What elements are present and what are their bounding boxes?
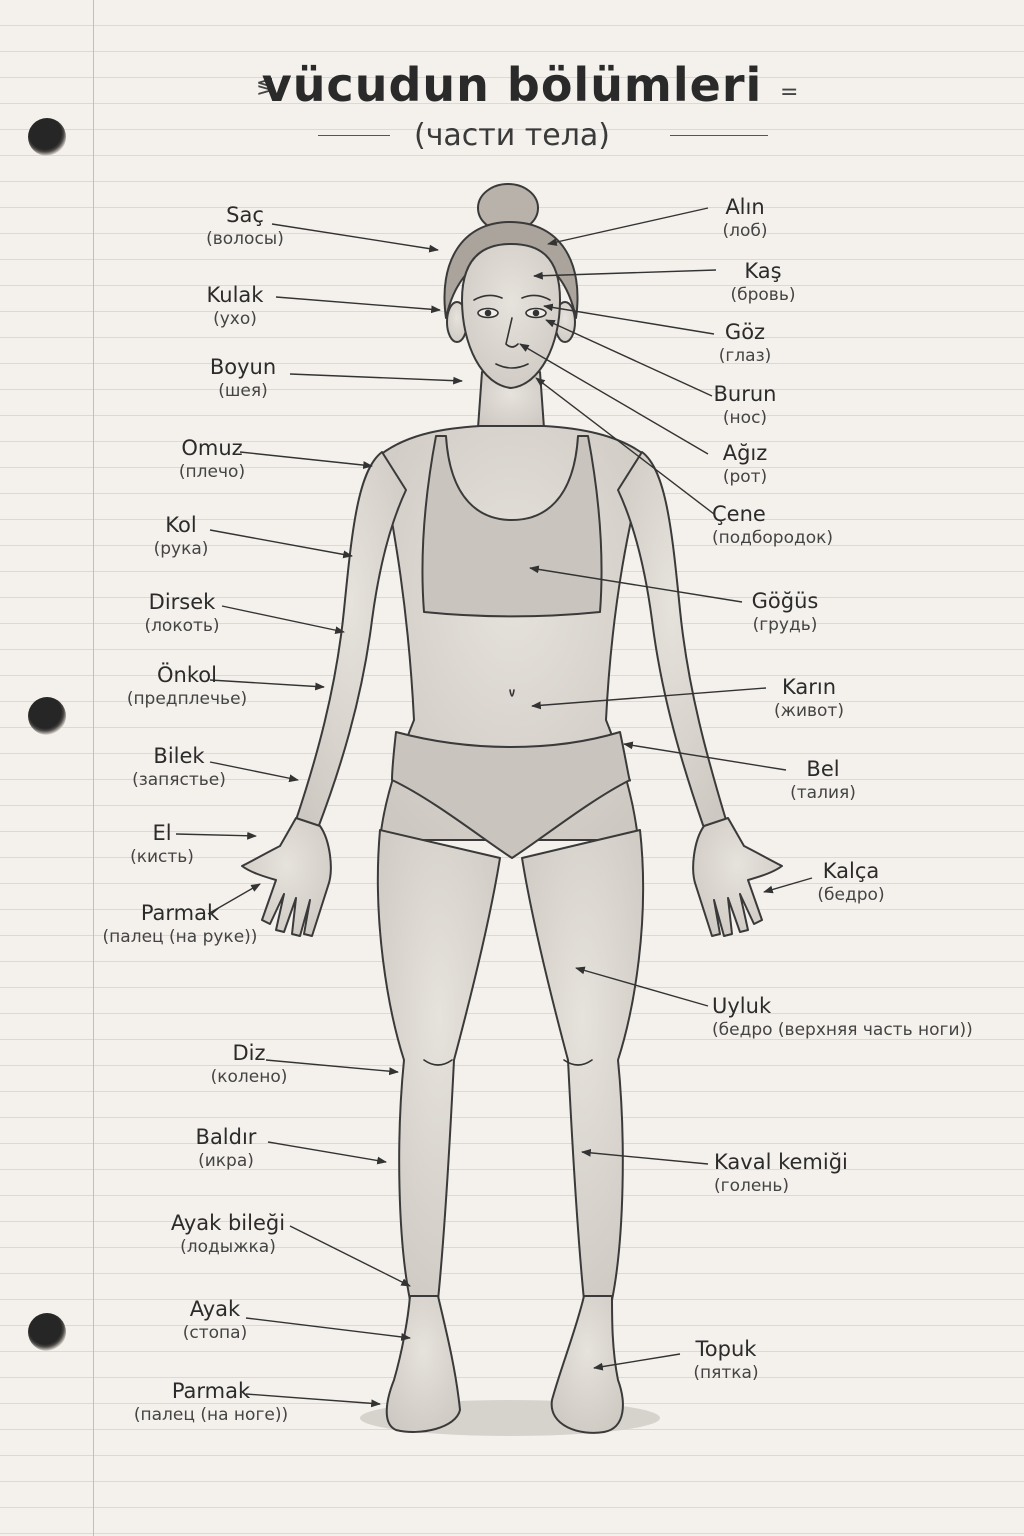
arm-right [617,451,727,829]
foot-left [385,1295,461,1433]
pointer-ayak-bilegi [289,1225,411,1287]
diagram-subtitle: (части тела) [413,118,610,153]
knee-left [423,1059,453,1066]
pointer-burun [545,319,713,397]
label-baldir: Baldır (икра) [195,1125,257,1172]
knee-right [563,1059,593,1066]
pointer-bel [623,741,787,771]
binder-hole-bottom [28,1313,66,1351]
binder-hole-middle [28,697,66,735]
label-ayak-bilegi: Ayak bileği (лодыжка) [170,1211,286,1258]
label-uyluk: Uyluk (бедро (верхняя часть ноги)) [712,994,973,1041]
pointer-kaval [581,1148,709,1165]
label-kalca: Kalça (бедро) [817,859,885,906]
subtitle-rule-left [318,135,390,136]
hand-left [241,817,332,937]
label-el: El (кисть) [130,821,194,868]
pointer-gogus [529,565,743,603]
pointer-kas [533,269,717,280]
label-bilek: Bilek (запястье) [132,744,226,791]
pointer-diz [265,1059,399,1076]
sports-bra [421,435,603,618]
label-karin: Karın (живот) [774,675,844,722]
label-kas: Kaş (бровь) [730,259,796,306]
pointer-sac [271,223,439,253]
mouth [495,363,529,369]
pointer-uyluk [575,966,709,1007]
label-kaval: Kaval kemiği (голень) [714,1150,848,1197]
pointer-kulak [275,296,441,314]
label-kulak: Kulak (ухо) [206,283,264,330]
label-burun: Burun (нос) [713,382,777,429]
pointer-omuz [239,451,373,469]
pointer-bilek [209,761,299,783]
pointer-topuk [593,1353,681,1371]
pointer-el [175,831,257,840]
label-bel: Bel (талия) [790,757,856,804]
pointer-karin [531,687,767,710]
pointer-parmak-el [207,883,261,915]
pointer-dirsek [221,605,345,634]
briefs [391,731,631,859]
foot-right [550,1295,624,1434]
diagram-title: vücudun bölümleri [261,58,763,112]
label-parmak-ayak: Parmak (палец (на ноге)) [133,1379,289,1426]
label-kol: Kol (рука) [153,513,209,560]
pointer-goz [543,303,715,335]
pointer-baldir [267,1141,387,1165]
pointer-cene [535,377,715,515]
label-onkol: Önkol (предплечье) [126,663,248,710]
face [461,243,561,389]
label-topuk: Topuk (пятка) [693,1337,759,1384]
nose [505,317,519,348]
pointer-lines [175,207,813,1408]
label-diz: Diz (колено) [210,1041,288,1088]
title-decoration-right: = [780,80,799,105]
label-ayak: Ayak (стопа) [182,1297,248,1344]
human-figure [241,183,783,1436]
label-agiz: Ağız (рот) [722,441,768,488]
label-parmak-el: Parmak (палец (на руке)) [102,901,258,948]
pointer-alin [547,207,709,246]
hand-right [692,817,783,937]
label-boyun: Boyun (шея) [209,355,277,402]
title-decoration-left: ≶ [256,74,275,99]
face-details [423,294,593,1066]
label-gogus: Göğüs (грудь) [751,589,819,636]
label-cene: Çene (подбородок) [712,502,834,549]
pointer-ayak [245,1317,411,1341]
eyebrow-left [473,294,503,301]
label-omuz: Omuz (плечо) [178,436,246,483]
pointer-boyun [289,373,463,385]
arm-left [295,451,407,829]
label-dirsek: Dirsek (локоть) [144,590,220,637]
pointer-parmak-ayak [245,1393,381,1408]
eyebrow-right [521,294,551,301]
label-sac: Saç (волосы) [206,203,284,250]
subtitle-rule-right [670,135,768,136]
label-alin: Alın (лоб) [722,195,768,242]
binder-hole-top [28,118,66,156]
label-goz: Göz (глаз) [718,320,772,367]
pointer-kalca [763,877,813,894]
navel [509,689,515,697]
pointer-kol [209,529,353,559]
pointer-agiz [519,343,709,455]
pointer-onkol [209,679,325,691]
